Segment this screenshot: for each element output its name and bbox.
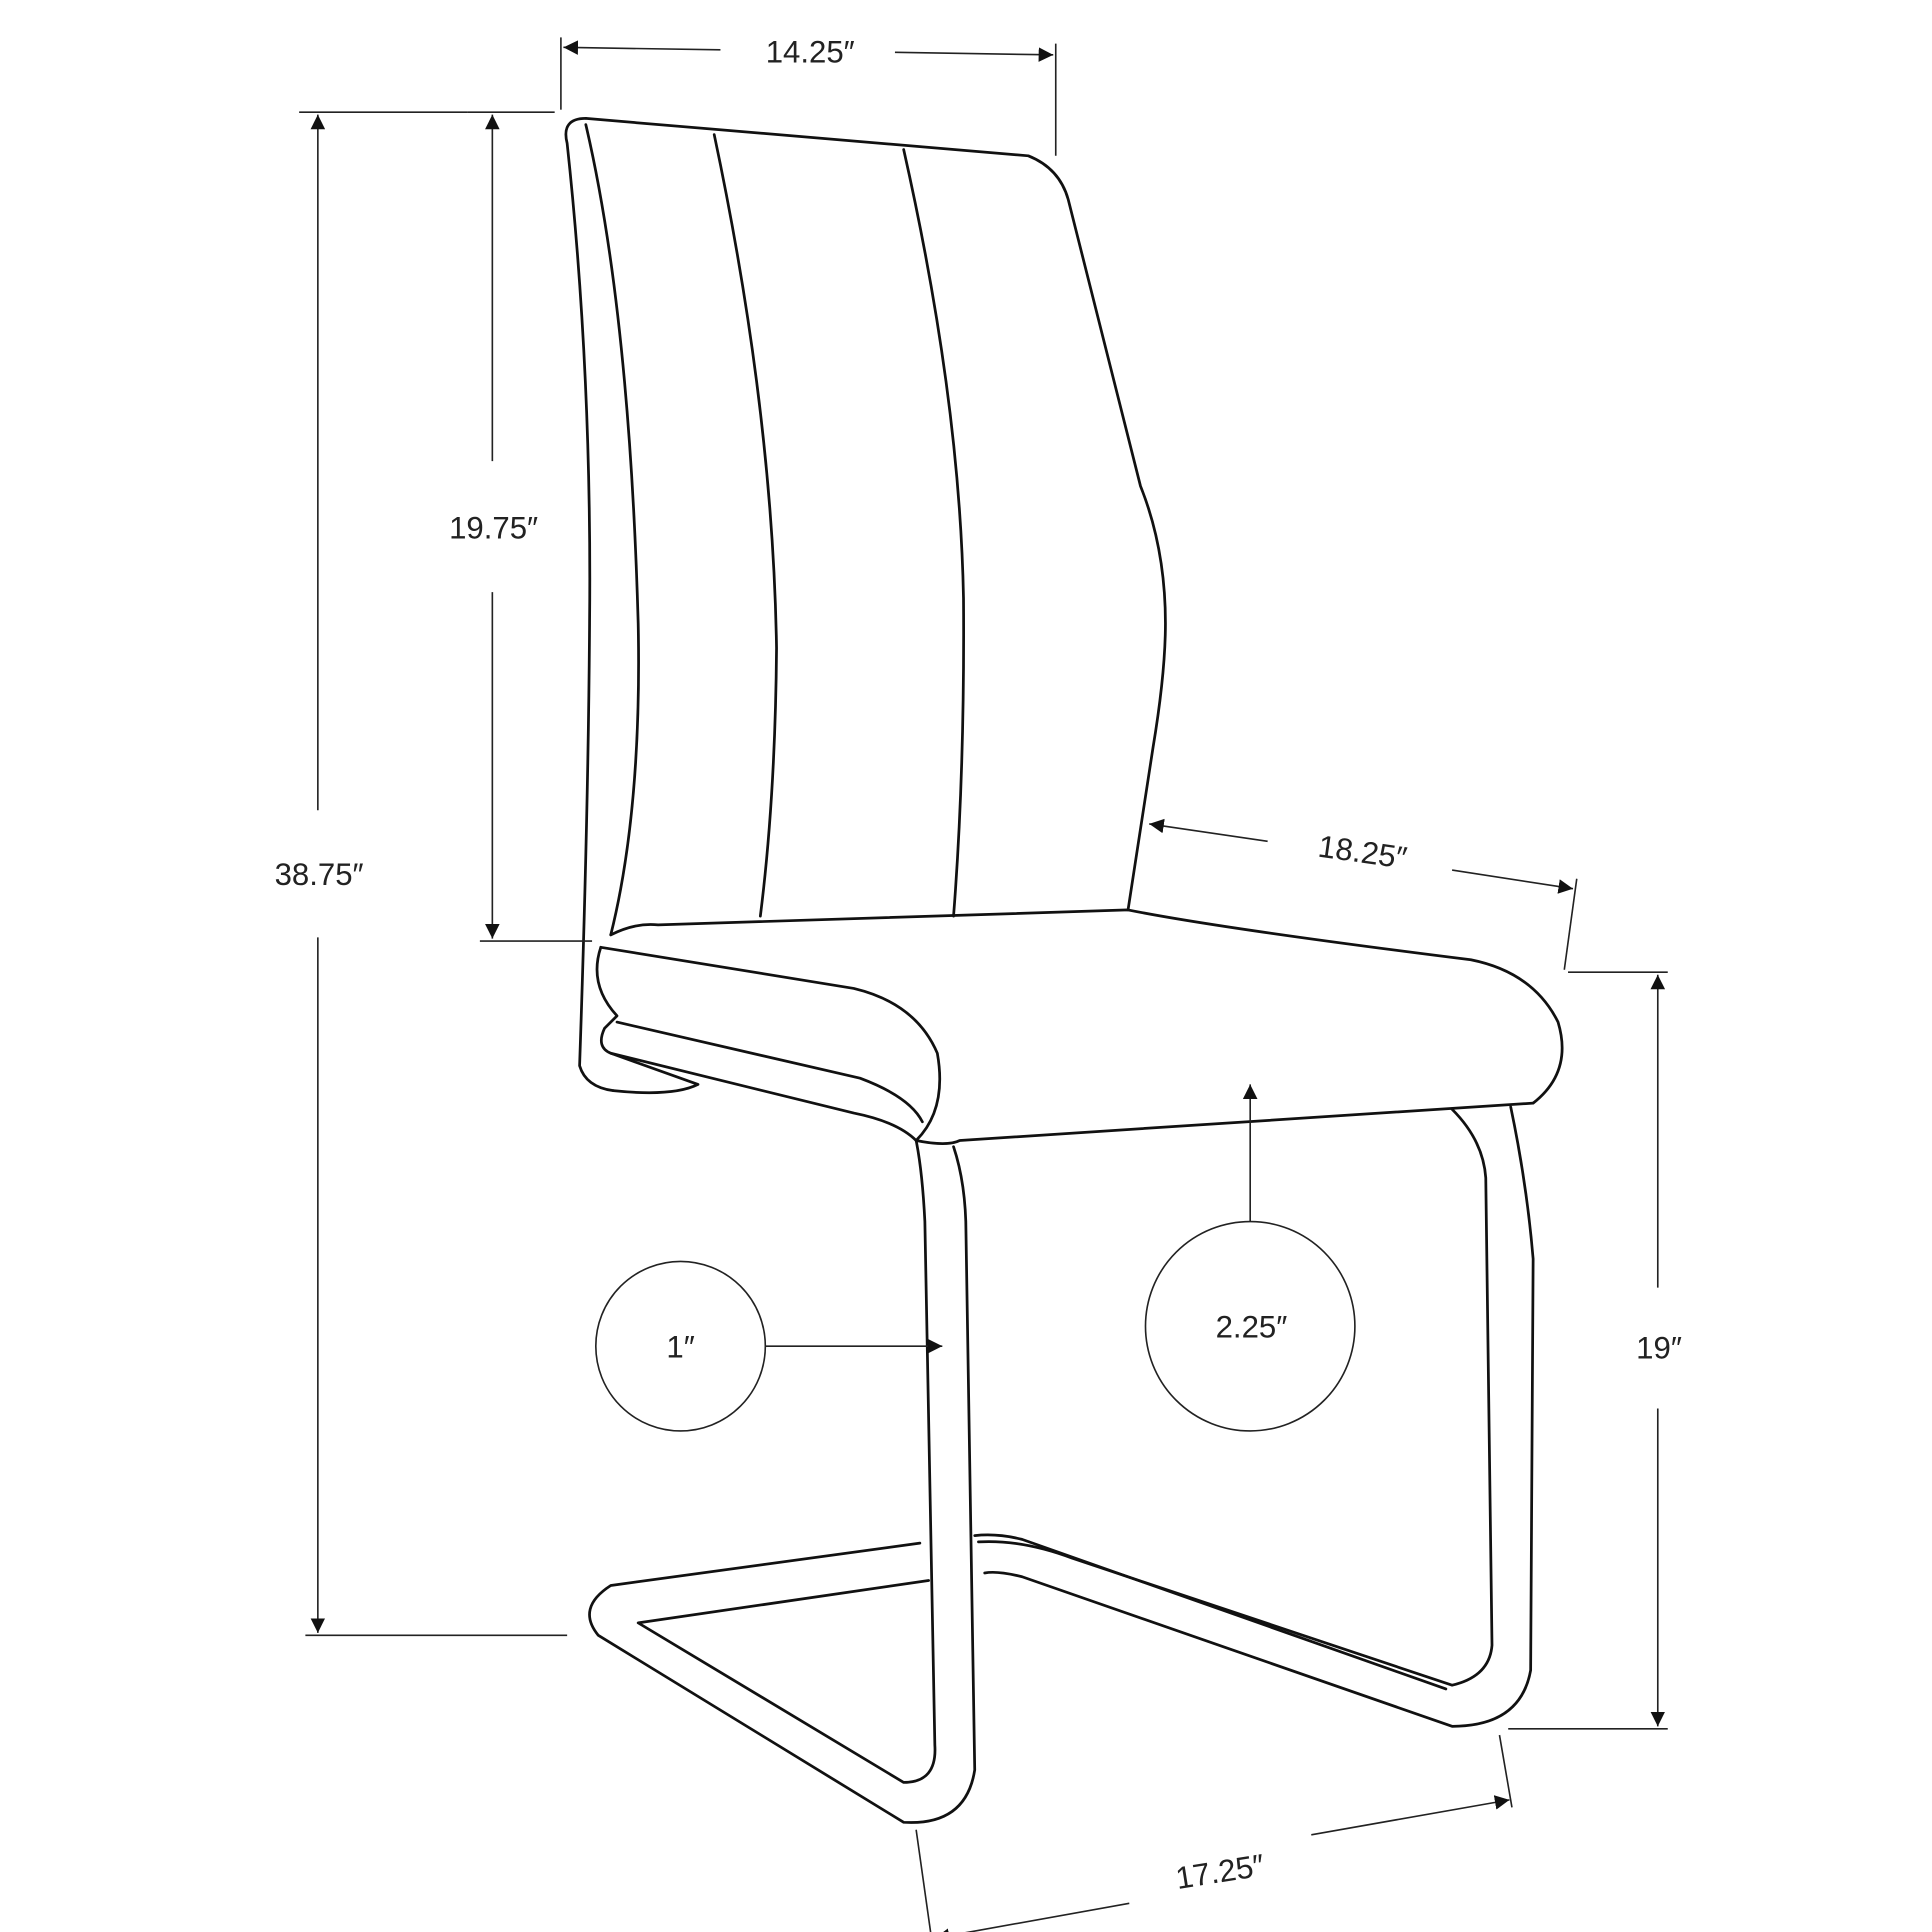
chair-leg-rear-outer	[983, 1105, 1535, 1728]
back-height-label: 19.75″	[449, 510, 538, 545]
seat-depth-label: 18.25″	[1316, 829, 1409, 876]
tube-diameter-label: 1″	[666, 1329, 694, 1364]
tube-diameter-callout: 1″	[594, 1260, 943, 1432]
overall-height-dimension: 38.75″	[275, 111, 568, 1637]
width-label: 14.25″	[766, 34, 855, 69]
chair-leg-rear	[977, 1107, 1494, 1687]
chair-seat-front	[599, 945, 1535, 1145]
seat-height-dimension: 19″	[1508, 971, 1682, 1730]
chair-back-channel-1	[712, 133, 778, 918]
chair-back-outline	[584, 117, 1167, 912]
chair-seat-under	[609, 1020, 924, 1124]
chair-drawing	[564, 117, 1564, 1824]
seat-depth-dimension: 18.25″	[1149, 818, 1578, 970]
chair-back-inner-edge	[584, 123, 640, 937]
chair-seat-top	[609, 908, 1564, 1105]
seat-thickness-callout: 2.25″	[1144, 1084, 1356, 1432]
chair-back-channel-2	[902, 148, 966, 918]
base-depth-dimension: 17.25″	[915, 1734, 1513, 1932]
chair-back-left-edge	[564, 117, 615, 1093]
back-height-dimension: 19.75″	[449, 111, 593, 942]
chair-leg-front-left-outer	[588, 1145, 977, 1824]
chair-seat-cushion-side	[595, 945, 918, 1142]
base-depth-label: 17.25″	[1173, 1848, 1266, 1896]
chair-base-rail	[973, 1533, 1448, 1691]
overall-height-label: 38.75″	[275, 857, 364, 892]
seat-height-label: 19″	[1636, 1331, 1682, 1366]
seat-thickness-label: 2.25″	[1216, 1309, 1288, 1344]
chair-leg-front-left	[636, 1139, 937, 1784]
width-dimension: 14.25″	[560, 34, 1057, 156]
